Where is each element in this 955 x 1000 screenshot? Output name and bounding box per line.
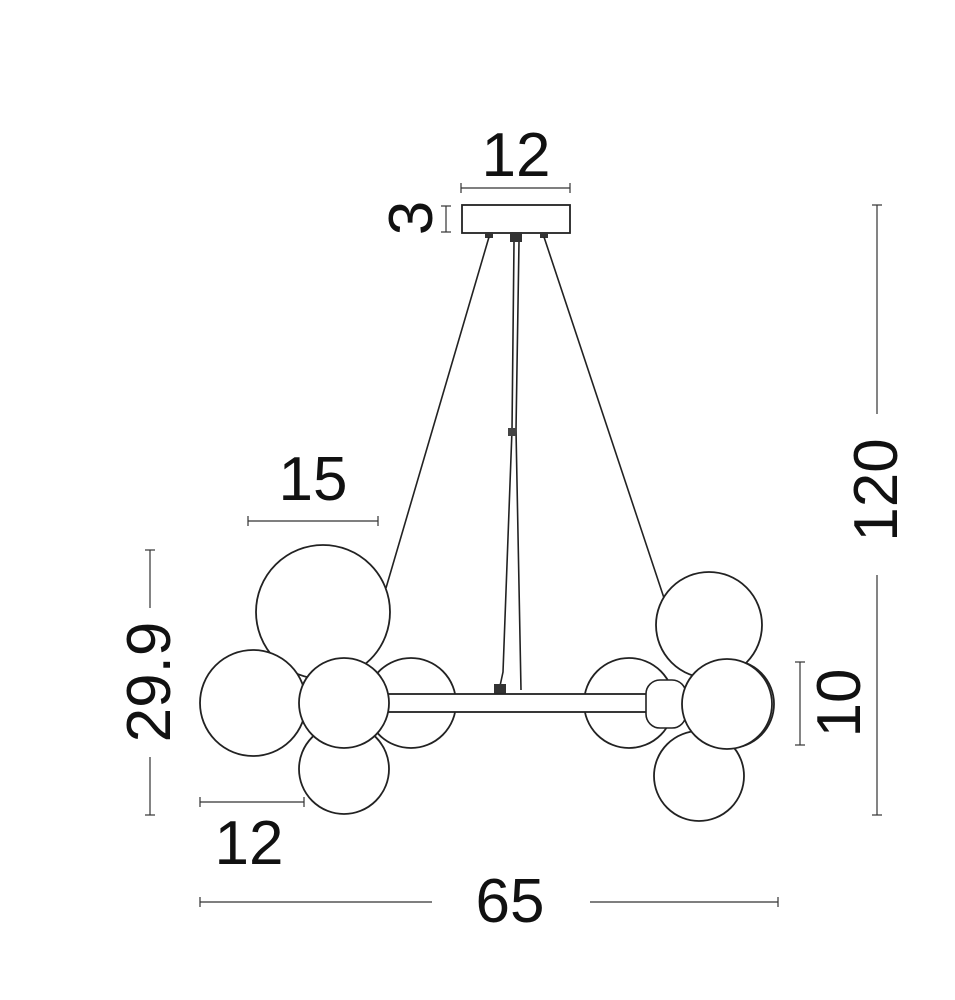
canopy-height-dimension-line	[441, 205, 451, 233]
fixture-height-dimension-line	[145, 549, 155, 816]
globe-right-front	[681, 658, 773, 750]
globe-large-dimension-line	[247, 516, 379, 526]
fixture-height-label: 29.9	[115, 622, 184, 743]
globe-left-outer	[199, 649, 307, 757]
overall-height-dimension-line	[872, 204, 882, 816]
suspension-cables	[385, 236, 665, 694]
globe-small-label: 12	[215, 809, 284, 878]
overall-width-dimension-line	[199, 897, 779, 907]
globe-left-front	[298, 657, 390, 749]
globe-small-dimension-line	[199, 797, 305, 807]
globe-large-label: 15	[279, 445, 348, 514]
overall-width-label: 65	[476, 867, 545, 936]
canopy-height-label: 3	[377, 201, 446, 235]
canopy-width-dimension-line	[460, 183, 571, 193]
globes-left-cluster	[199, 544, 391, 815]
ceiling-canopy	[461, 204, 571, 242]
overall-height-label: 120	[842, 438, 911, 541]
bar-height-label: 10	[805, 669, 874, 738]
bar-height-dimension-line	[795, 661, 805, 746]
globes-right-cluster	[653, 571, 773, 822]
canopy-width-label: 12	[482, 121, 551, 190]
